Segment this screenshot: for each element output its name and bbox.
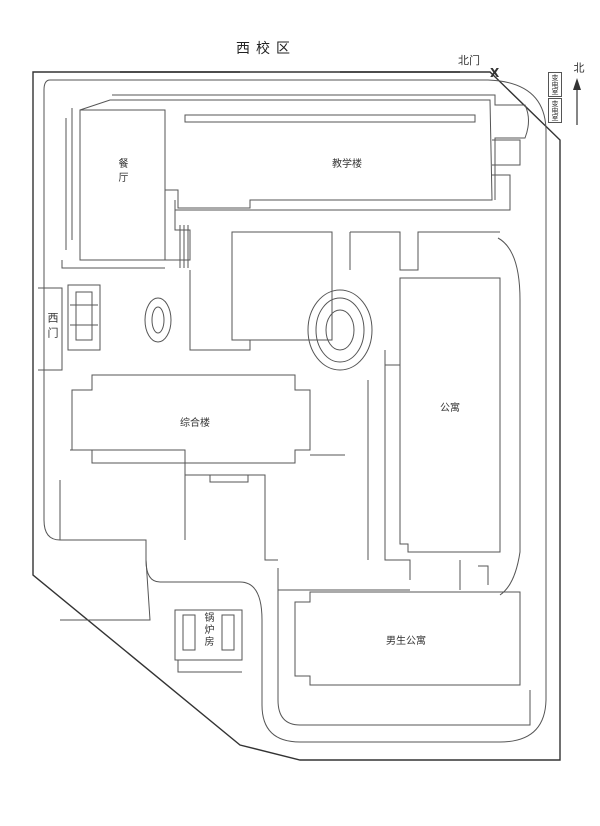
canteen-label: 餐厅: [116, 158, 127, 186]
substation-label-1: 变电室: [548, 72, 562, 97]
male-apartment-label: 男生公寓: [386, 636, 426, 647]
west-gate-label: 西门: [46, 312, 59, 342]
complex-building-label: 综合楼: [180, 418, 210, 429]
boiler-room-label: 锅炉房: [202, 612, 213, 648]
boiler-room: [174, 609, 243, 661]
courtyard-block: [231, 231, 333, 341]
fountain-round: [307, 289, 373, 371]
campus-boundary: [32, 71, 561, 761]
apartment-label: 公寓: [440, 403, 460, 414]
male-apartment-building: [294, 591, 521, 686]
north-gate-label: 北门: [458, 54, 480, 67]
fountain-left: [144, 297, 172, 343]
north-arrow-label: 北: [572, 62, 585, 77]
map-title: 西校区: [236, 41, 296, 57]
west-gate: [38, 287, 63, 371]
teaching-building: [165, 99, 493, 209]
gate-marker: X: [490, 66, 500, 80]
complex-building: [71, 374, 311, 464]
apartment-building: [399, 277, 501, 553]
ring-road: [43, 79, 547, 743]
substation-label-2: 变电室: [548, 98, 562, 123]
teaching-building-label: 教学楼: [332, 159, 362, 170]
